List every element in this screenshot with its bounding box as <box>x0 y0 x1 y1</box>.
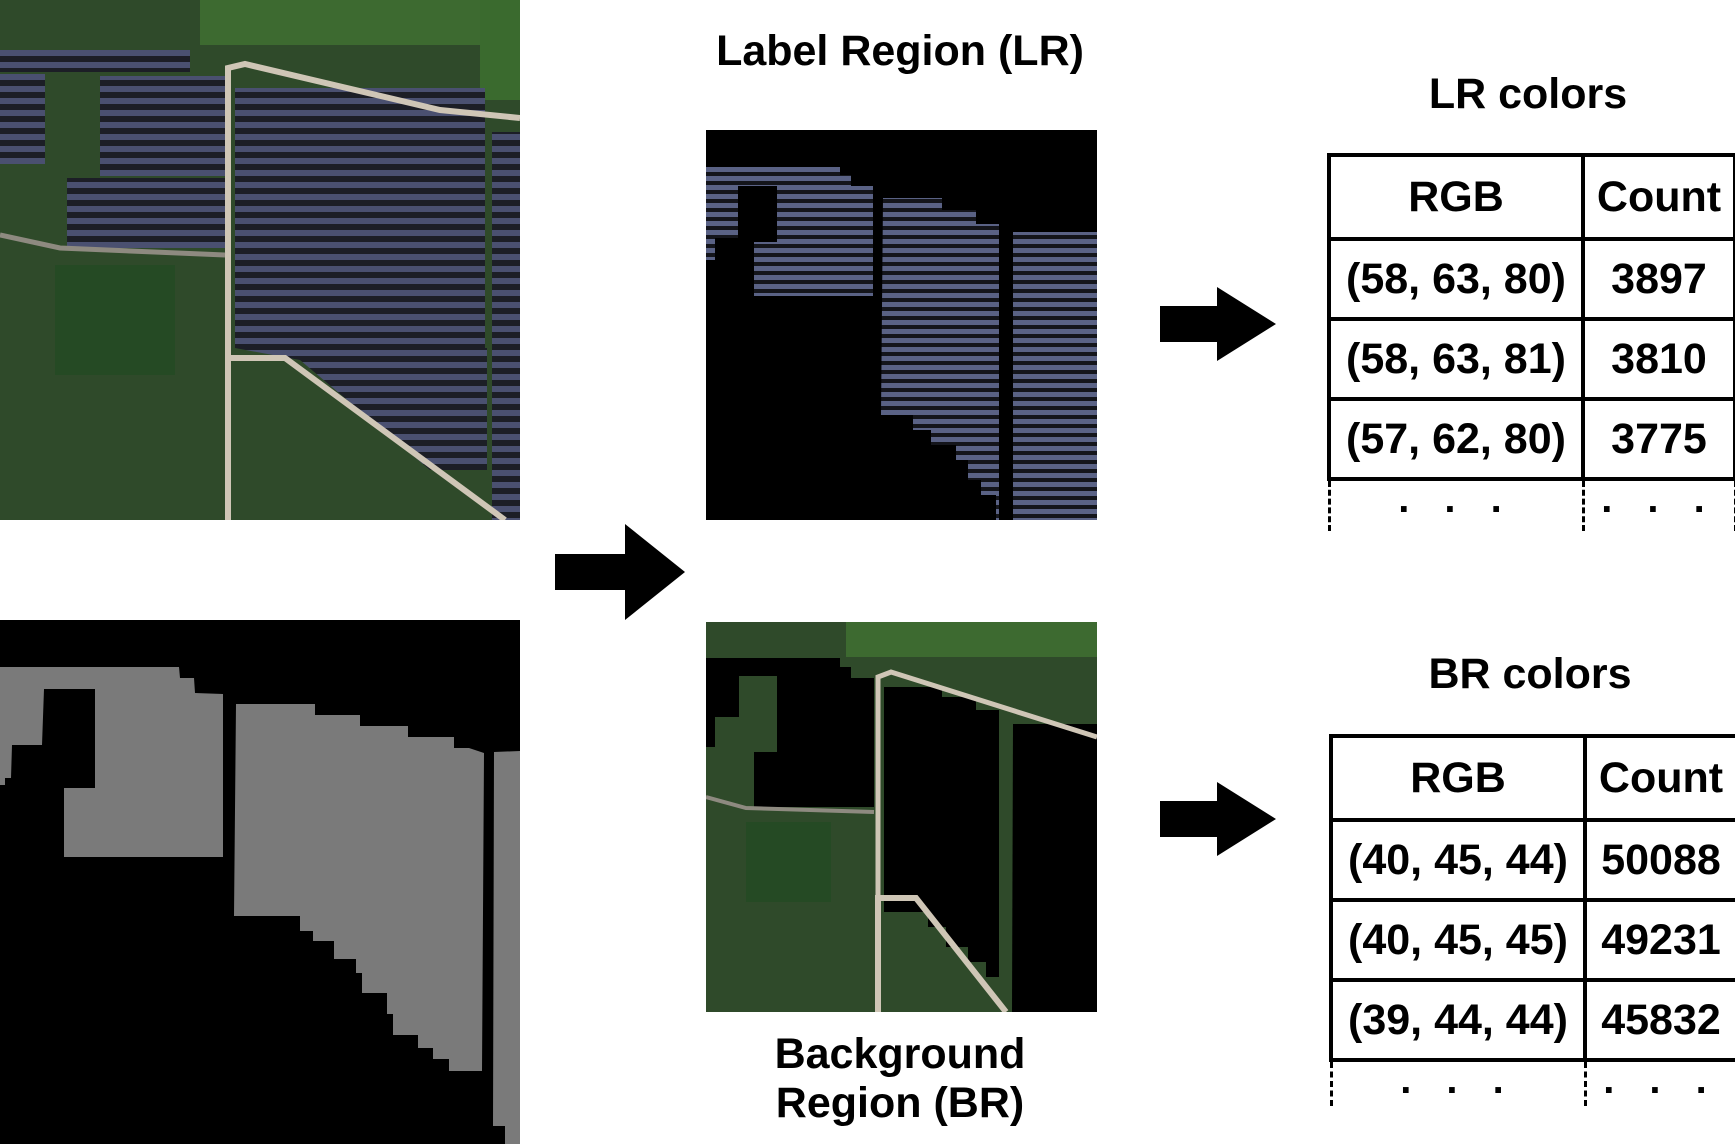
table-header-row: RGB Count <box>1329 734 1735 822</box>
ellipsis-cell: . . . <box>1327 477 1585 531</box>
header-count: Count <box>1583 734 1735 822</box>
mask-image-graphic <box>0 620 520 1144</box>
table-row: (58, 63, 81) 3810 <box>1327 317 1735 401</box>
table-row: (40, 45, 44) 50088 <box>1329 818 1735 902</box>
background-region-title-line1: Background <box>774 1030 1026 1078</box>
rgb-cell: (58, 63, 81) <box>1327 317 1585 401</box>
ellipsis-cell: . . . <box>1329 1058 1587 1106</box>
background-region-title: Background Region (BR) <box>700 1030 1100 1129</box>
satellite-image-graphic <box>0 0 520 520</box>
rgb-cell: (39, 44, 44) <box>1329 978 1587 1062</box>
right-arrow-lr-icon <box>1160 287 1278 361</box>
lr-colors-title: LR colors <box>1428 70 1628 118</box>
right-arrow-br-icon <box>1160 782 1278 856</box>
table-row: (40, 45, 45) 49231 <box>1329 898 1735 982</box>
rgb-cell: (57, 62, 80) <box>1327 397 1585 481</box>
ellipsis-cell: . . . <box>1581 477 1735 531</box>
count-cell: 49231 <box>1583 898 1735 982</box>
ellipsis-row: . . . . . . <box>1327 477 1735 531</box>
label-region-image <box>706 130 1097 520</box>
mask-image <box>0 620 520 1144</box>
background-region-title-line2: Region (BR) <box>775 1079 1025 1128</box>
lr-colors-table: RGB Count (58, 63, 80) 3897 (58, 63, 81)… <box>1327 153 1735 531</box>
br-colors-table: RGB Count (40, 45, 44) 50088 (40, 45, 45… <box>1329 734 1735 1106</box>
table-row: (39, 44, 44) 45832 <box>1329 978 1735 1062</box>
header-rgb: RGB <box>1327 153 1585 241</box>
background-region-image <box>706 622 1097 1012</box>
count-cell: 3810 <box>1581 317 1735 401</box>
rgb-cell: (40, 45, 45) <box>1329 898 1587 982</box>
count-cell: 50088 <box>1583 818 1735 902</box>
count-cell: 3897 <box>1581 237 1735 321</box>
label-region-title: Label Region (LR) <box>716 27 1084 75</box>
header-count: Count <box>1581 153 1735 241</box>
header-rgb: RGB <box>1329 734 1587 822</box>
table-row: (58, 63, 80) 3897 <box>1327 237 1735 321</box>
right-arrow-main-icon <box>555 524 687 620</box>
count-cell: 3775 <box>1581 397 1735 481</box>
br-colors-title: BR colors <box>1428 650 1632 698</box>
satellite-image <box>0 0 520 520</box>
rgb-cell: (40, 45, 44) <box>1329 818 1587 902</box>
table-row: (57, 62, 80) 3775 <box>1327 397 1735 481</box>
label-region-graphic <box>706 130 1097 520</box>
background-region-graphic <box>706 622 1097 1012</box>
table-header-row: RGB Count <box>1327 153 1735 241</box>
ellipsis-row: . . . . . . <box>1329 1058 1735 1106</box>
count-cell: 45832 <box>1583 978 1735 1062</box>
ellipsis-cell: . . . <box>1583 1058 1735 1106</box>
rgb-cell: (58, 63, 80) <box>1327 237 1585 321</box>
